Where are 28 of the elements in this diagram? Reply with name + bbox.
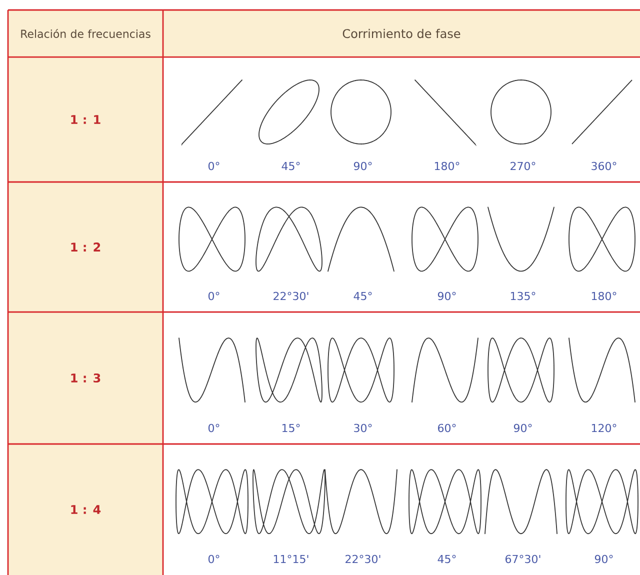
phase-label: 270° (510, 162, 536, 170)
phase-label: 90° (438, 292, 456, 300)
phase-label: 0° (208, 292, 220, 300)
ratio-cell: 1 : 4 (8, 444, 163, 575)
phase-label: 360° (592, 162, 616, 170)
phase-label: 180° (592, 292, 616, 300)
phase-label: 45° (438, 554, 456, 564)
phase-label: 11°15' (274, 554, 308, 564)
phase-label: 22°30' (346, 554, 380, 564)
phase-label: 30° (354, 424, 372, 432)
phase-label: 90° (354, 162, 372, 170)
phase-label: 90° (594, 554, 613, 564)
phase-label: 45° (282, 162, 300, 170)
phase-label: 135° (510, 292, 536, 300)
phase-label: 180° (434, 162, 460, 170)
phase-label: 0° (208, 554, 220, 564)
phase-label: 67°30' (506, 554, 540, 564)
phase-label: 45° (354, 292, 372, 300)
phase-label: 120° (592, 424, 616, 432)
phase-label: 0° (208, 162, 220, 170)
header-cell: Relación de frecuencias (8, 10, 163, 57)
phase-label: 22°30' (274, 292, 308, 300)
phase-label: 60° (438, 424, 456, 432)
ratio-cell: 1 : 2 (8, 182, 163, 312)
ratio-cell: 1 : 3 (8, 312, 163, 444)
phase-label: 15° (282, 424, 300, 432)
phase-label: 0° (208, 424, 220, 432)
phase-label: 90° (514, 424, 532, 432)
